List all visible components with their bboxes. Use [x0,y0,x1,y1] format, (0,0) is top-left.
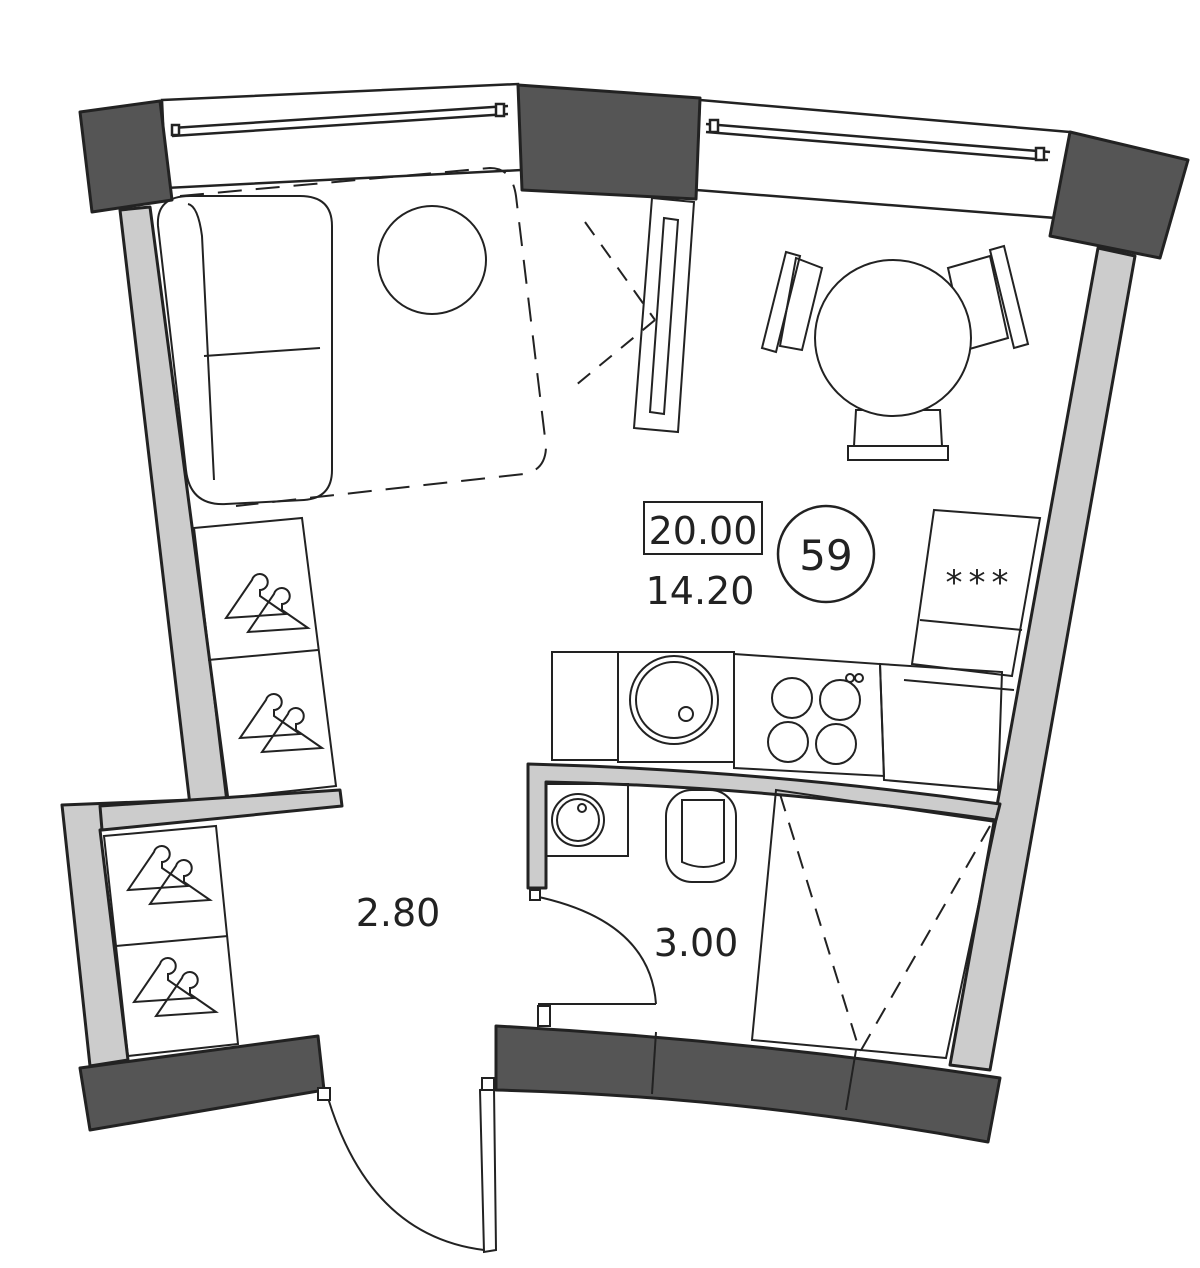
coat-hanger-icon [224,573,311,634]
dining-set [760,244,1030,461]
stove-icon [767,673,864,765]
bathroom-partition [526,762,1002,890]
light-walls [60,205,1137,1072]
window-icon [694,98,1072,220]
hangers [126,573,325,1018]
bottom-wall-seams [651,1031,857,1111]
apartment-number-circle [776,504,876,604]
chair-icon [760,250,824,354]
counter-left [551,651,619,761]
wardrobe-lower [102,824,240,1058]
coat-hanger-icon [132,957,219,1018]
pillar-top-left [78,99,174,214]
wardrobe-upper [192,516,338,800]
kitchen-counters [551,508,1042,792]
dark-walls [78,83,1190,1144]
door-swing-icon [529,889,657,1027]
counter-stove [733,652,886,778]
hob-symbol: *** [946,563,1015,603]
dashed-rug [179,166,548,507]
wardrobe-partition [98,788,344,832]
door-swing-icon [317,1077,498,1254]
washbasin-icon [545,783,629,857]
tall-cabinet [910,508,1042,678]
bathroom-area-label: 3.00 [654,921,739,965]
hall-area-label: 2.80 [356,891,441,935]
round-ottoman [377,205,487,315]
tv-panel [632,196,696,434]
bathtub-dashes [779,793,991,1053]
right-wall [948,246,1137,1072]
pillar-top-right [1048,130,1190,260]
apartment-number: 59 [799,531,852,580]
wall-bottom-right [494,1024,1002,1144]
tv-view-lines [569,221,656,391]
wardrobes [102,516,338,1058]
left-bump-wall [60,798,196,1068]
total-area-label: 20.00 [649,509,758,553]
toilet-icon [665,789,737,883]
chair-icon [847,409,949,461]
coat-hanger-icon [126,845,213,906]
round-table-icon [814,259,972,417]
coat-hanger-icon [238,693,325,754]
bed-frame [156,195,333,506]
bathtub-icon [750,788,998,1060]
bed-icon [156,195,333,506]
living-area-label: 14.20 [646,569,755,613]
total-area-box [643,501,763,555]
pillar-top-middle [516,83,702,201]
window-icon [160,82,524,190]
left-wall [118,205,230,807]
sink-icon [629,655,719,745]
